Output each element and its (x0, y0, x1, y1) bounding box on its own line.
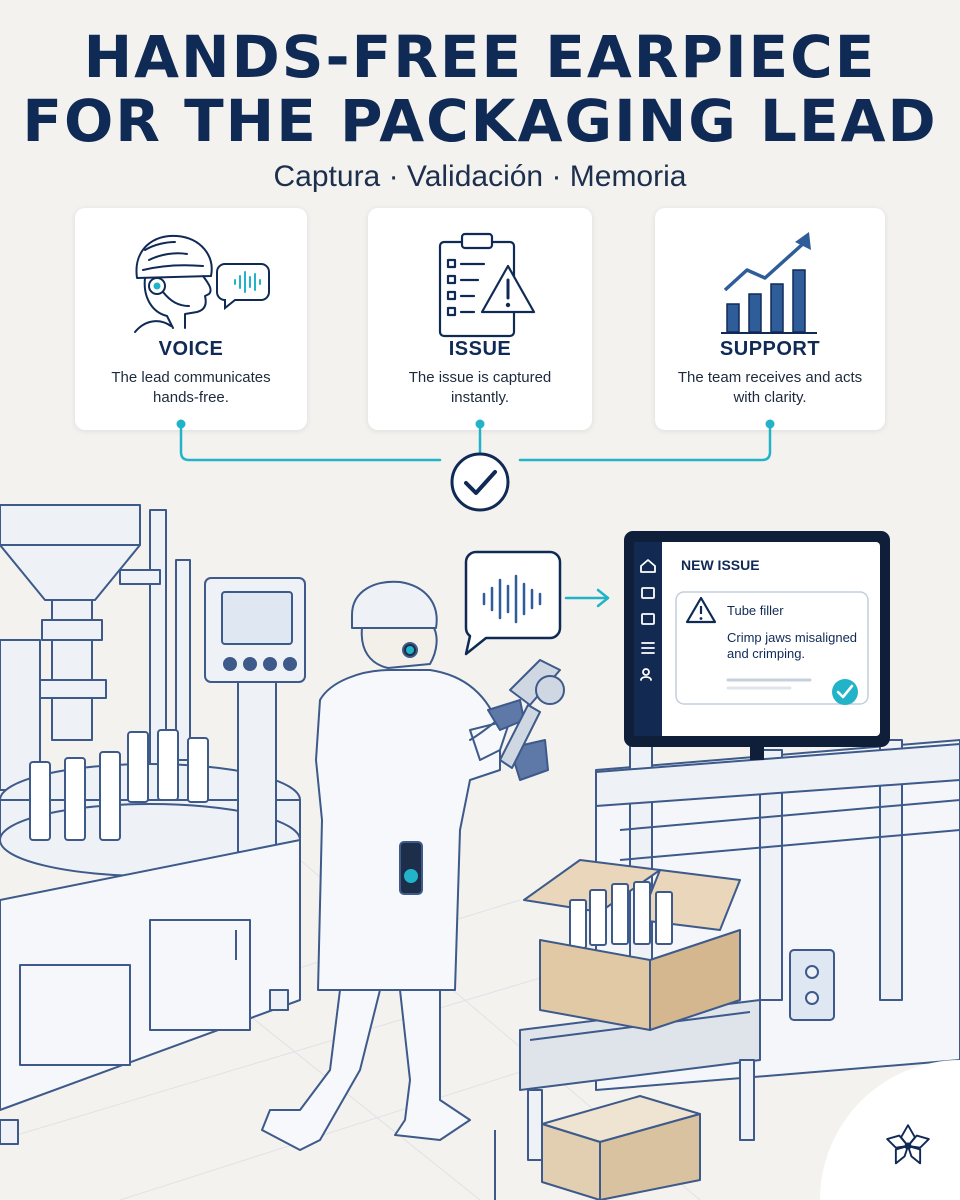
packaging-lead-worker (261, 580, 565, 1151)
checklist-icon (641, 642, 655, 654)
card-support: SUPPORT The team receives and acts with … (655, 208, 885, 430)
worker-headset-icon (134, 234, 270, 333)
card-support-title: SUPPORT (719, 338, 821, 360)
card-issue-description: The issue is captured instantly. (408, 369, 552, 406)
voice-wave-icon (464, 550, 562, 656)
card-voice-title: VOICE (158, 338, 224, 360)
list-icon (641, 613, 655, 625)
check-circle-icon (832, 679, 858, 705)
monitor-heading: NEW ISSUE (681, 557, 760, 573)
monitor-detail-line-1: Crimp jaws misaligned (727, 630, 858, 645)
warning-triangle-icon (685, 596, 717, 624)
stacked-boxes (494, 1095, 701, 1200)
growth-chart-icon (721, 232, 817, 334)
page-title-line-1: HANDS-FREE EARPIECE (83, 23, 877, 91)
home-icon (640, 559, 656, 573)
card-issue: ISSUE The issue is captured instantly. (368, 208, 592, 430)
card-voice: VOICE The lead communicates hands-free. (75, 208, 307, 430)
arrow-right-icon (564, 588, 610, 608)
clipboard-warning-icon (438, 232, 536, 338)
monitor-detail-line-2: and crimping. (727, 646, 806, 661)
card-support-description: The team receives and acts with clarity. (677, 369, 863, 406)
card-issue-title: ISSUE (448, 338, 512, 360)
tube-filling-machine (0, 504, 306, 1145)
page-subtitle: Captura · Validación · Memoria (273, 160, 687, 193)
monitor-machine-name: Tube filler (727, 603, 784, 618)
cardboard-box (523, 859, 741, 1031)
brand-logo-icon (886, 1124, 930, 1165)
list-icon (641, 587, 655, 599)
card-voice-description: The lead communicates hands-free. (111, 369, 271, 406)
users-icon (642, 668, 650, 676)
page-title-line-2: FOR THE PACKAGING LEAD (22, 87, 938, 155)
checkmark-icon (450, 452, 510, 512)
